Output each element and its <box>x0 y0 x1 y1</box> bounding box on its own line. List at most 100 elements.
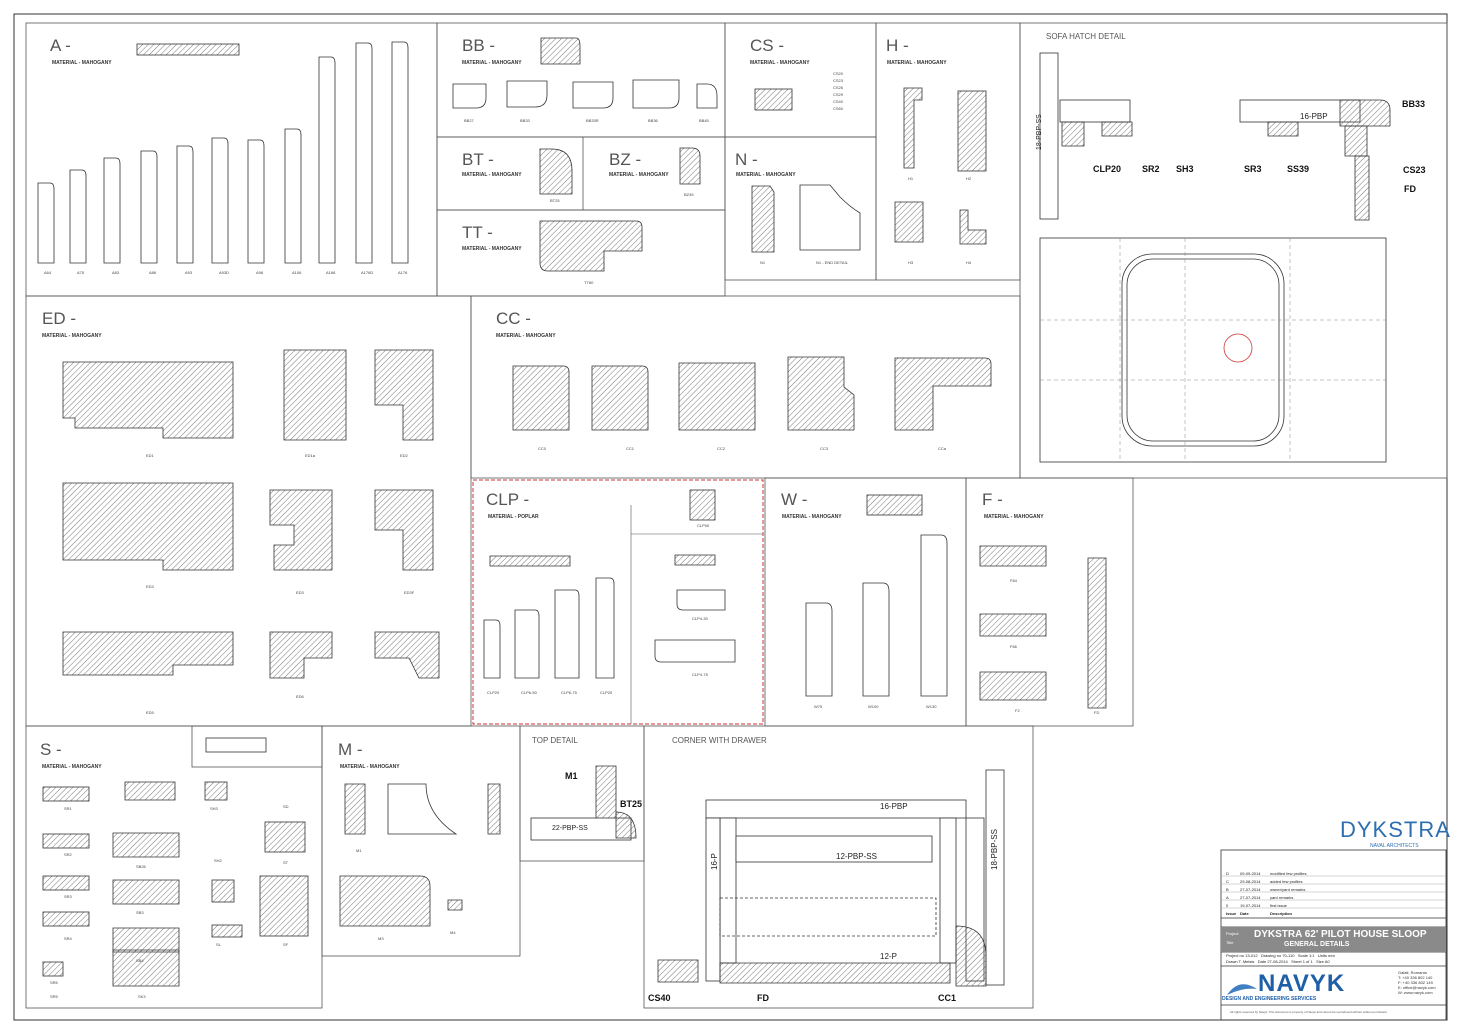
ed-profiles <box>62 349 440 679</box>
callout-fd: FD <box>757 993 769 1003</box>
project-name: DYKSTRA 62' PILOT HOUSE SLOOP <box>1254 929 1427 940</box>
section-title-a: A - <box>50 36 71 55</box>
profile-label: H3 <box>908 260 914 265</box>
callout-22-pbp-ss: 22-PBP-SS <box>552 825 588 832</box>
bt-profile <box>539 148 573 195</box>
section-title-bb: BB - <box>462 36 496 55</box>
callout-fd: FD <box>1404 184 1416 194</box>
profile-label: SD <box>283 804 289 809</box>
profile-label: ED2 <box>400 453 408 458</box>
section-material-ed: MATERIAL - MAHOGANY <box>42 333 102 339</box>
profile-label: SR4 <box>64 936 72 941</box>
title-block-banner <box>1221 927 1446 952</box>
profile-label: BZ45 <box>684 192 694 197</box>
profile-label: A83 <box>112 270 120 275</box>
profile-label: ED1a <box>305 453 316 458</box>
profile-label: A86 <box>149 270 157 275</box>
profile-label: F2 <box>1015 708 1020 713</box>
callout-16-pbp: 16-PBP <box>1300 112 1328 121</box>
section-grid <box>25 22 1448 1009</box>
callout-sr2: SR2 <box>1142 164 1160 174</box>
n-profile <box>751 185 775 253</box>
callout-ss39: SS39 <box>1287 164 1310 174</box>
section-material-h: MATERIAL - MAHOGANY <box>887 60 947 66</box>
profile-label: N1 - END DETAIL <box>816 260 848 265</box>
callout-clp20: CLP20 <box>1093 164 1122 174</box>
profile-label: BB33 <box>520 118 530 123</box>
n-end-detail <box>799 184 861 251</box>
profile-label: CC2 <box>717 446 726 451</box>
callout-12-p: 12-P <box>880 952 897 961</box>
corner-drawer-drawing <box>657 769 1005 987</box>
section-material-bt: MATERIAL - MAHOGANY <box>462 172 522 178</box>
clp-highlight-box <box>472 479 764 725</box>
profile-label: F64 <box>1010 578 1017 583</box>
profile-label: SR2 <box>64 852 72 857</box>
section-title-w: W - <box>781 490 808 509</box>
section-title-n: N - <box>735 150 758 169</box>
callout-bt25: BT25 <box>620 799 643 809</box>
profile-label: M4 <box>450 930 456 935</box>
callout-cs23: CS23 <box>1403 165 1426 175</box>
sheet-border <box>13 13 1448 1021</box>
profile-label: FD <box>1094 710 1100 715</box>
navyk-logo: NAVYK <box>1258 970 1346 997</box>
profile-label: CLP4-30 <box>692 616 708 621</box>
profile-label: CC1 <box>626 446 635 451</box>
callout-bb33: BB33 <box>1402 99 1426 109</box>
profile-label: CCa <box>938 446 947 451</box>
navyk-logo-sub: DESIGN AND ENGINEERING SERVICES <box>1222 996 1317 1002</box>
profile-label: A176D <box>361 270 374 275</box>
section-title-m: M - <box>338 740 363 759</box>
section-material-cs: MATERIAL - MAHOGANY <box>750 60 810 66</box>
dykstra-logo-sub: NAVAL ARCHITECTS <box>1370 843 1419 849</box>
cs-profile <box>754 88 793 111</box>
section-material-n: MATERIAL - MAHOGANY <box>736 172 796 178</box>
profile-label: ED3 <box>296 590 304 595</box>
section-material-w: MATERIAL - MAHOGANY <box>782 514 842 520</box>
profile-label: ED3F <box>404 590 415 595</box>
section-title-bt: BT - <box>462 150 494 169</box>
sofa-hatch-drawing <box>1039 52 1391 463</box>
title-label: Title <box>1226 940 1234 945</box>
profile-label: ED6 <box>296 694 304 699</box>
section-title-bz: BZ - <box>609 150 642 169</box>
callout-sh3: SH3 <box>1176 164 1194 174</box>
section-material-m: MATERIAL - MAHOGANY <box>340 764 400 770</box>
section-title-clp: CLP - <box>486 490 530 509</box>
section-material-a: MATERIAL - MAHOGANY <box>52 60 112 66</box>
project-label: Project <box>1226 931 1239 936</box>
profile-label: SR5 <box>50 994 58 999</box>
tt-profile <box>539 220 643 272</box>
profile-label: BB33R <box>586 118 599 123</box>
profile-label: SR1 <box>64 806 72 811</box>
section-title-tt: TT - <box>462 223 493 242</box>
profile-label: M1 <box>356 848 362 853</box>
w-profiles <box>805 494 948 697</box>
profile-label: H2 <box>966 176 972 181</box>
callout-16-pbp: 16-PBP <box>880 802 908 811</box>
profile-label: W100 <box>868 704 879 709</box>
profile-label: ED1 <box>146 453 154 458</box>
profile-label: M3 <box>378 936 384 941</box>
dykstra-logo: DYKSTRA <box>1340 817 1451 842</box>
drawing-info: Project no 13-012 Drawing no 70-110 Scal… <box>1226 953 1335 964</box>
profile-label: A75 <box>77 270 85 275</box>
profile-label: A106 <box>292 270 302 275</box>
profile-label: A93 <box>185 270 193 275</box>
profile-label: SH2 <box>214 858 222 863</box>
drawing-title: GENERAL DETAILS <box>1284 941 1350 948</box>
profile-label: A96 <box>256 270 264 275</box>
top-detail-title: TOP DETAIL <box>532 736 578 745</box>
profile-label: H4 <box>966 260 972 265</box>
profile-label: A93D <box>219 270 230 275</box>
section-title-ed: ED - <box>42 309 76 328</box>
navyk-logo-wave <box>1227 984 1257 995</box>
